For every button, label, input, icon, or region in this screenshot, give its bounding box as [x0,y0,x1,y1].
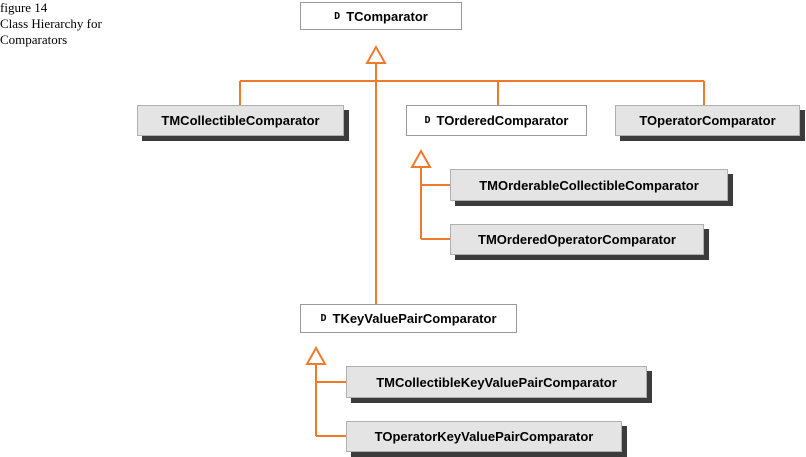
figure-title-line-2: Comparators [0,32,68,47]
class-box-tmcollectiblecomparator: TMCollectibleComparator [137,105,344,136]
figure-title-line-1: Class Hierarchy for [0,16,102,31]
class-box-tkeyvaluepaircomparator: D TKeyValuePairComparator [300,304,517,333]
class-name-tcomparator: TComparator [346,8,428,24]
class-name-tmcollectiblecomparator: TMCollectibleComparator [161,113,320,128]
figure-number: figure 14 [0,0,48,15]
class-box-tmcollectiblekeyvaluepaircomparator: TMCollectibleKeyValuePairComparator [346,366,647,398]
class-box-tmorderablecollectiblecomparator: TMOrderableCollectibleComparator [450,169,728,201]
class-box-toperatorkeyvaluepaircomparator: TOperatorKeyValuePairComparator [346,421,622,452]
class-name-tmcollectiblekeyvaluepaircomparator: TMCollectibleKeyValuePairComparator [376,374,617,390]
inheritance-triangle-tcomparator [365,44,387,64]
marker-d: D [320,313,327,324]
class-name-tkeyvaluepaircomparator: TKeyValuePairComparator [332,311,497,326]
marker-d: D [424,115,431,126]
class-name-torderedcomparator: TOrderedComparator [436,113,569,128]
class-name-tmorderablecollectiblecomparator: TMOrderableCollectibleComparator [479,177,699,193]
inheritance-triangle-tkeyvalue [305,345,327,365]
class-name-tmorderedoperatorcomparator: TMOrderedOperatorComparator [478,232,676,247]
class-box-tmorderedoperatorcomparator: TMOrderedOperatorComparator [450,224,704,255]
figure-caption: figure 14 Class Hierarchy for Comparator… [0,0,102,48]
inheritance-triangle-tordered [410,148,432,168]
class-name-toperatorcomparator: TOperatorComparator [639,113,776,128]
class-box-tcomparator: D TComparator [300,2,462,30]
class-box-torderedcomparator: D TOrderedComparator [406,105,587,136]
class-box-toperatorcomparator: TOperatorComparator [615,105,800,136]
class-name-toperatorkeyvaluepaircomparator: TOperatorKeyValuePairComparator [374,429,594,444]
marker-d: D [334,10,341,22]
